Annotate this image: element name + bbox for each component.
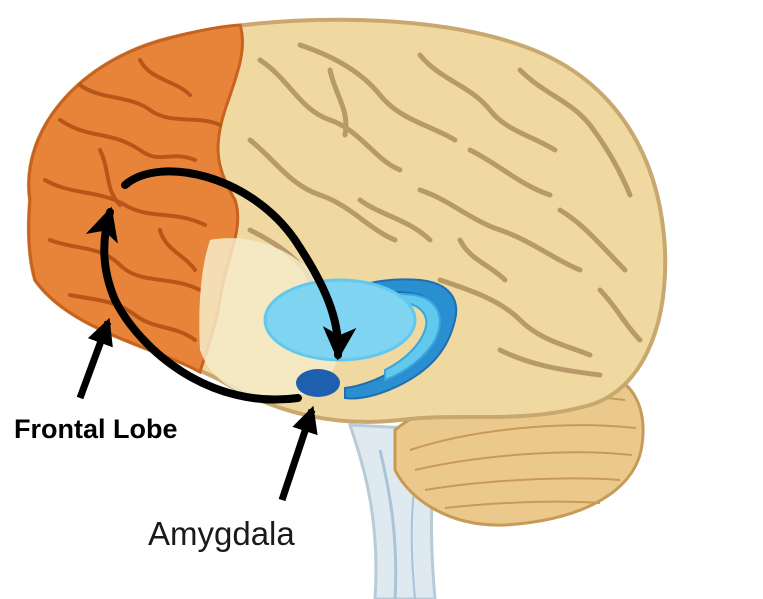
curved-arrow-to-frontal: [85, 206, 302, 404]
pathway-arrows: [85, 167, 357, 404]
curved-arrow-to-amygdala: [121, 167, 357, 361]
frontal-lobe-pointer-arrow: [76, 317, 113, 400]
limbic-system: [263, 278, 458, 400]
cerebrum: [26, 17, 668, 424]
amygdala-pointer-arrow: [278, 405, 318, 502]
amygdala-label: Amygdala: [148, 515, 295, 552]
frontal-lobe-label: Frontal Lobe: [14, 414, 178, 444]
amygdala-region: [296, 369, 340, 397]
